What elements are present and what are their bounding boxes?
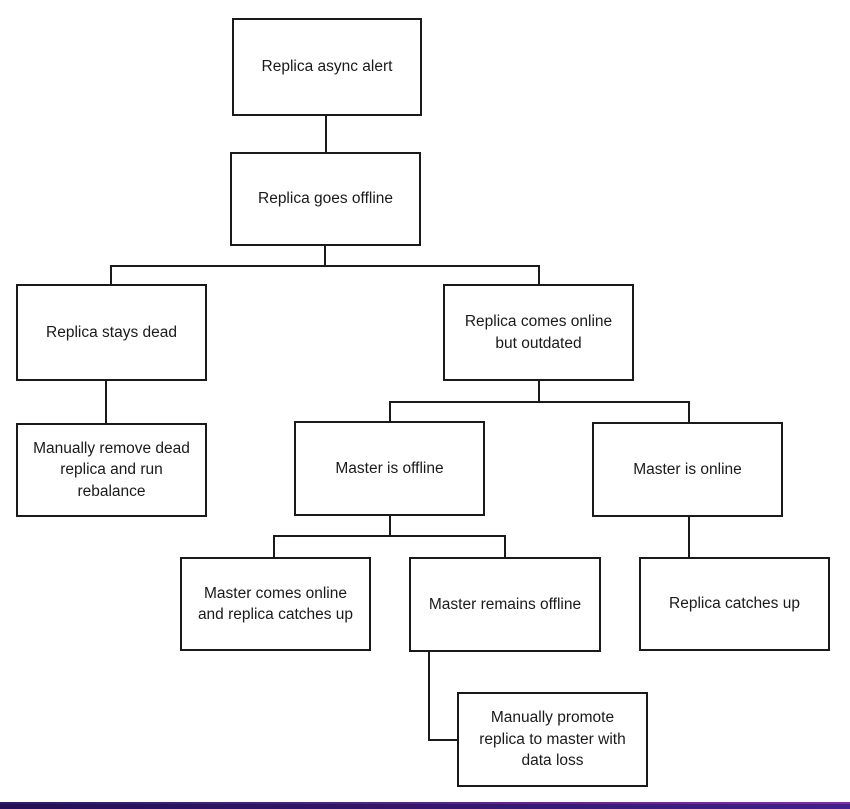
connector-split3-horizontal (273, 535, 506, 537)
connector-stays-dead-to-manually-remove (105, 379, 107, 425)
connector-split1-to-comes-online (538, 265, 540, 286)
connector-remains-offline-elbow-horizontal (428, 739, 459, 741)
node-master-is-online-label: Master is online (633, 460, 742, 478)
connector-split3-to-master-comes-online (273, 535, 275, 559)
node-replica-stays-dead: Replica stays dead (16, 284, 207, 381)
connector-split1-horizontal (110, 265, 540, 267)
node-master-comes-online: Master comes online and replica catches … (180, 557, 371, 651)
node-replica-comes-online-outdated: Replica comes online but outdated (443, 284, 634, 381)
connector-goes-offline-stub (324, 244, 326, 267)
node-master-is-offline-label: Master is offline (335, 459, 444, 477)
connector-master-offline-stub (389, 514, 391, 537)
node-replica-stays-dead-label: Replica stays dead (46, 323, 177, 341)
connector-split1-to-stays-dead (110, 265, 112, 286)
node-replica-comes-online-outdated-label: Replica comes online but outdated (464, 313, 613, 352)
node-replica-goes-offline-label: Replica goes offline (258, 190, 393, 208)
connector-master-online-to-catches-up (688, 515, 690, 559)
node-master-is-offline: Master is offline (294, 421, 485, 516)
node-master-remains-offline-label: Master remains offline (428, 595, 582, 613)
connector-alert-to-goes-offline (325, 114, 327, 153)
node-replica-catches-up-label: Replica catches up (669, 595, 800, 613)
node-master-is-online: Master is online (592, 422, 783, 517)
node-master-comes-online-label: Master comes online and replica catches … (197, 584, 354, 623)
connector-split2-to-master-offline (389, 401, 391, 423)
node-replica-async-alert: Replica async alert (232, 18, 422, 116)
node-replica-async-alert-label: Replica async alert (261, 58, 393, 76)
connector-split3-to-master-remains-offline (504, 535, 506, 559)
footer-accent-bar (0, 802, 850, 809)
connector-comes-online-stub (538, 379, 540, 403)
connector-split2-to-master-online (688, 401, 690, 424)
node-manually-remove-dead: Manually remove dead replica and run reb… (16, 423, 207, 517)
connector-remains-offline-elbow-vertical (428, 650, 430, 741)
node-replica-goes-offline: Replica goes offline (230, 152, 421, 246)
connector-split2-horizontal (389, 401, 690, 403)
node-manually-promote-label: Manually promote replica to master with … (479, 709, 626, 770)
node-replica-catches-up: Replica catches up (639, 557, 830, 651)
node-manually-promote: Manually promote replica to master with … (457, 692, 648, 787)
node-manually-remove-dead-label: Manually remove dead replica and run reb… (33, 439, 190, 500)
node-master-remains-offline: Master remains offline (409, 557, 601, 652)
